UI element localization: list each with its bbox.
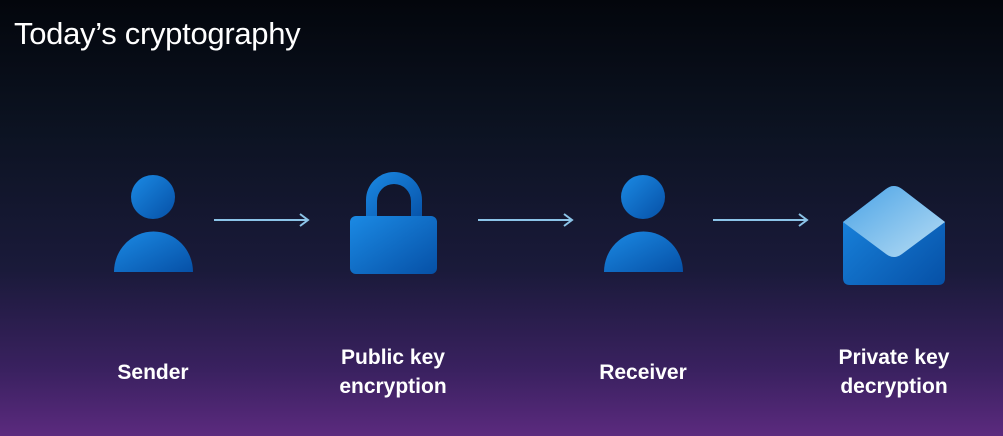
public-key-encryption-label: Public key encryption (293, 343, 493, 401)
sender-person-icon (114, 175, 193, 272)
arrow-right-icon (214, 213, 310, 227)
arrow-right-icon (478, 213, 574, 227)
private-key-decryption-label: Private key decryption (794, 343, 994, 401)
label-line: encryption (339, 375, 447, 398)
sender-label: Sender (53, 358, 253, 387)
receiver-label: Receiver (543, 358, 743, 387)
label-line: Private key (838, 346, 950, 369)
lock-icon (350, 172, 437, 274)
arrow-right-icon (713, 213, 809, 227)
sender-label-text: Sender (117, 361, 189, 384)
receiver-person-icon (604, 175, 683, 272)
slide-title: Today’s cryptography (14, 16, 301, 51)
open-envelope-icon (843, 186, 945, 285)
receiver-label-text: Receiver (599, 361, 687, 384)
label-line: Public key (341, 346, 445, 369)
label-line: decryption (840, 375, 948, 398)
